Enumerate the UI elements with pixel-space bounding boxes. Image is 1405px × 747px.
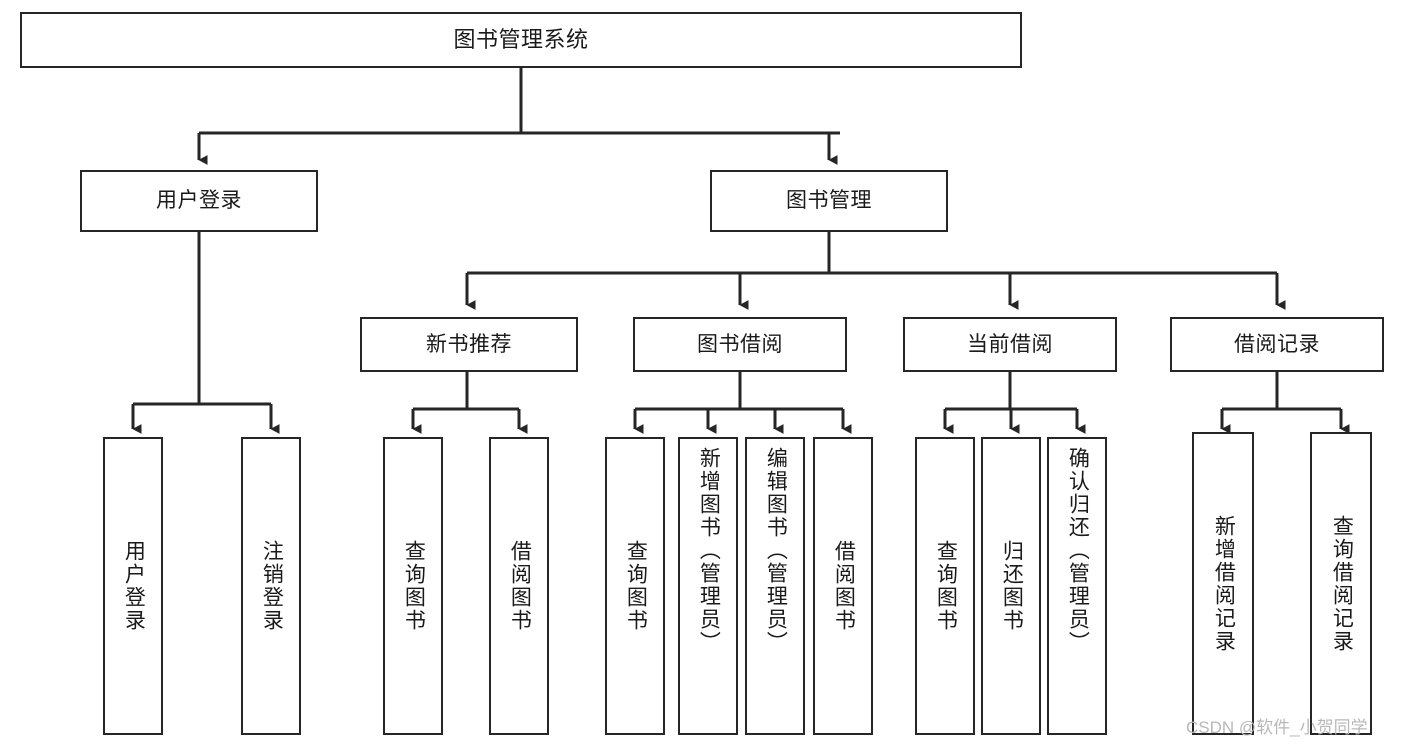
leaf-query-book-current[interactable]: 查询图书 bbox=[915, 437, 975, 735]
node-label: 确认归还（管理员） bbox=[1066, 447, 1090, 654]
watermark-text: CSDN @软件_小贺同学 bbox=[1186, 718, 1368, 737]
node-label: 借阅图书 bbox=[508, 540, 532, 632]
node-label: 当前借阅 bbox=[967, 332, 1053, 356]
node-label: 图书管理 bbox=[786, 189, 872, 213]
leaf-query-book-borrow[interactable]: 查询图书 bbox=[605, 437, 665, 735]
leaf-user-login[interactable]: 用户登录 bbox=[103, 437, 163, 735]
node-borrow-records[interactable]: 借阅记录 bbox=[1170, 317, 1384, 372]
leaf-logout[interactable]: 注销登录 bbox=[241, 437, 301, 735]
node-label: 查询借阅记录 bbox=[1330, 514, 1354, 653]
leaf-add-borrow-record[interactable]: 新增借阅记录 bbox=[1192, 432, 1254, 735]
leaf-borrow-book-recommend[interactable]: 借阅图书 bbox=[489, 437, 549, 735]
node-user-login[interactable]: 用户登录 bbox=[80, 170, 318, 232]
leaf-query-book-recommend[interactable]: 查询图书 bbox=[383, 437, 443, 735]
node-current-borrow[interactable]: 当前借阅 bbox=[903, 317, 1117, 372]
leaf-borrow-book[interactable]: 借阅图书 bbox=[813, 437, 873, 735]
node-label: 注销登录 bbox=[260, 540, 284, 632]
leaf-add-book-admin[interactable]: 新增图书（管理员） bbox=[678, 437, 738, 735]
leaf-confirm-return-admin[interactable]: 确认归还（管理员） bbox=[1047, 437, 1107, 735]
node-label: 新增借阅记录 bbox=[1212, 514, 1236, 653]
node-label: 编辑图书（管理员） bbox=[764, 447, 788, 654]
node-label: 借阅图书 bbox=[832, 540, 856, 632]
node-label: 图书借阅 bbox=[697, 332, 783, 356]
node-label: 归还图书 bbox=[1000, 540, 1024, 632]
node-new-book-recommend[interactable]: 新书推荐 bbox=[360, 317, 578, 372]
node-label: 新增图书（管理员） bbox=[697, 447, 721, 654]
node-label: 查询图书 bbox=[402, 540, 426, 632]
node-label: 新书推荐 bbox=[426, 332, 512, 356]
node-label: 查询图书 bbox=[934, 540, 958, 632]
node-root-system[interactable]: 图书管理系统 bbox=[20, 12, 1022, 68]
node-label: 用户登录 bbox=[156, 189, 242, 213]
leaf-edit-book-admin[interactable]: 编辑图书（管理员） bbox=[745, 437, 805, 735]
node-book-management[interactable]: 图书管理 bbox=[710, 170, 948, 232]
node-book-borrow[interactable]: 图书借阅 bbox=[633, 317, 847, 372]
node-label: 用户登录 bbox=[122, 540, 146, 632]
node-label: 借阅记录 bbox=[1234, 332, 1320, 356]
node-label: 查询图书 bbox=[624, 540, 648, 632]
leaf-return-book[interactable]: 归还图书 bbox=[981, 437, 1041, 735]
leaf-query-borrow-record[interactable]: 查询借阅记录 bbox=[1310, 432, 1372, 735]
node-label: 图书管理系统 bbox=[453, 26, 589, 52]
